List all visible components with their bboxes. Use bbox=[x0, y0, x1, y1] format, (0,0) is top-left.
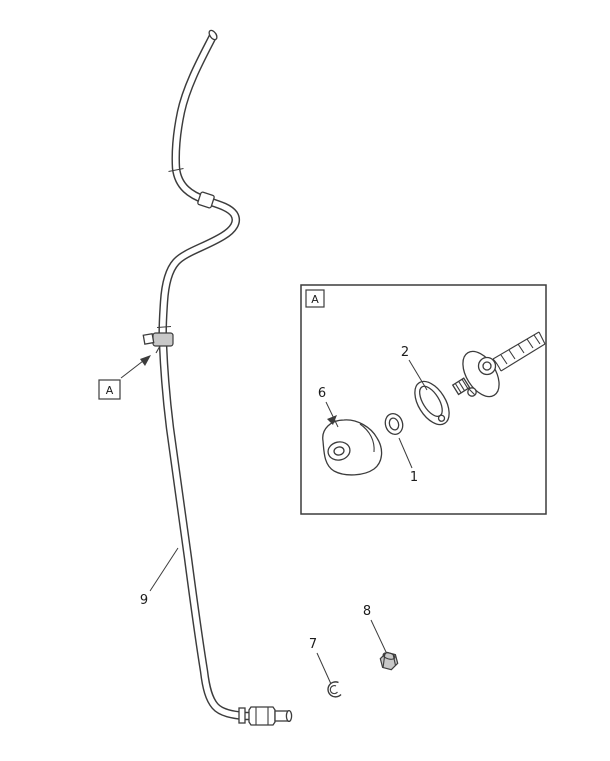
fitting-end-face bbox=[285, 709, 293, 723]
leader-line-6 bbox=[325, 401, 339, 428]
nut-part-8 bbox=[379, 651, 399, 671]
hose-assembly bbox=[142, 29, 293, 726]
hose-joint-line bbox=[168, 167, 184, 173]
leader-line-2 bbox=[408, 359, 428, 391]
hose-top-opening bbox=[208, 29, 218, 41]
callout-2: 2 bbox=[401, 345, 409, 360]
detail-label-text: A bbox=[311, 293, 319, 306]
washer-part-1 bbox=[384, 413, 404, 435]
flange-fitting bbox=[451, 350, 502, 398]
ref-label-box bbox=[98, 379, 121, 400]
hose-sleeve bbox=[197, 191, 215, 209]
detail-box: A bbox=[300, 284, 547, 515]
callout-9: 9 bbox=[140, 593, 148, 608]
cut-tube bbox=[492, 331, 546, 372]
ref-label-a: A bbox=[98, 355, 151, 400]
leader-line-9 bbox=[149, 547, 179, 592]
grommet-notch-marker bbox=[327, 415, 337, 425]
leader-line-8 bbox=[370, 619, 387, 653]
callout-1: 1 bbox=[410, 470, 418, 485]
clip-part-7 bbox=[327, 681, 342, 698]
callout-7: 7 bbox=[309, 637, 317, 652]
hose-tube-body bbox=[159, 33, 257, 719]
gasket-part-2 bbox=[414, 380, 450, 426]
ref-arrowhead bbox=[140, 355, 151, 366]
hose-clamp bbox=[142, 325, 174, 354]
ref-label-text: A bbox=[106, 384, 114, 397]
leader-line-1 bbox=[398, 437, 413, 469]
detail-label-box bbox=[305, 289, 325, 308]
callout-8: 8 bbox=[363, 604, 371, 619]
grommet-part-6 bbox=[322, 415, 383, 476]
detail-box-frame bbox=[300, 284, 547, 515]
callout-6: 6 bbox=[318, 386, 326, 401]
ref-arrow-line bbox=[120, 360, 144, 379]
leader-line-7 bbox=[316, 652, 332, 685]
threaded-stub bbox=[451, 377, 471, 396]
ferrule-band bbox=[238, 707, 246, 724]
hose-end-fitting bbox=[238, 706, 293, 726]
hex-nut bbox=[248, 706, 276, 726]
